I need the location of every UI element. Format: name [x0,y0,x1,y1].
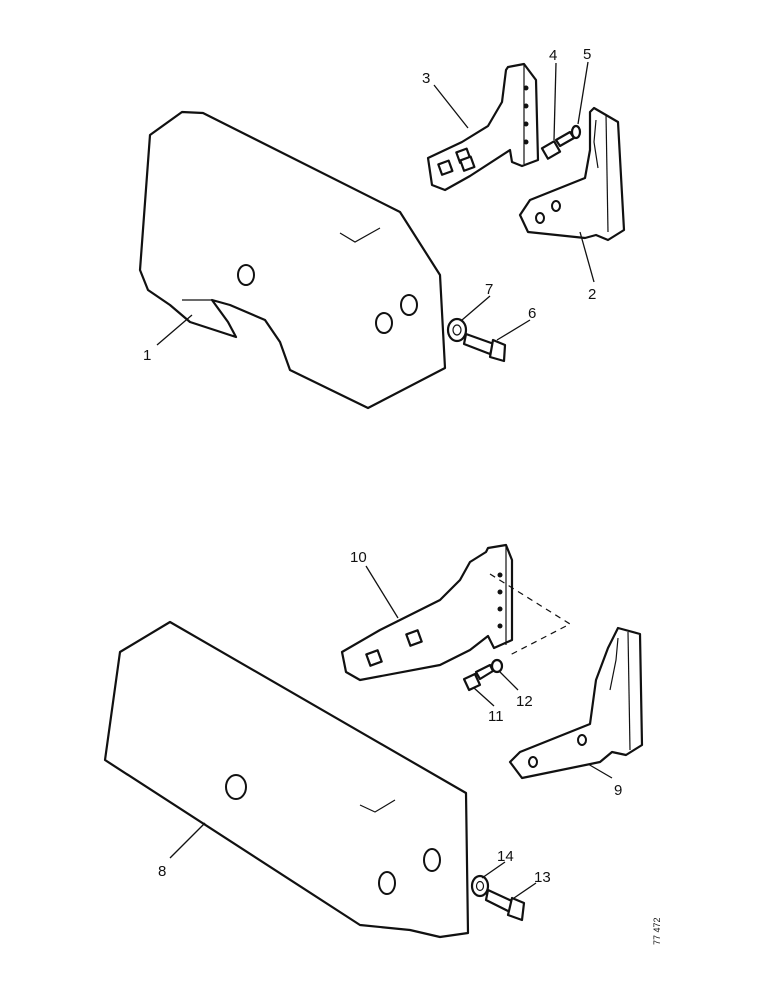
bolt-6 [462,332,507,363]
bracket-10 [340,543,514,682]
callout-9: 9 [614,782,622,799]
callout-1: 1 [143,347,151,364]
callout-12: 12 [516,693,533,710]
counterweight-8 [103,620,470,939]
bracket-9 [508,626,644,780]
washer-12 [490,658,504,674]
callout-3: 3 [422,70,430,87]
leader-lines [156,61,613,899]
washer-5 [570,124,582,140]
callout-4: 4 [549,47,557,64]
callout-8: 8 [158,863,166,880]
callout-2: 2 [588,286,596,303]
bolt-13 [484,888,526,922]
counterweight-1 [138,110,447,410]
callout-14: 14 [497,848,514,865]
callout-7: 7 [485,281,493,298]
callout-10: 10 [350,549,367,566]
callout-11: 11 [488,708,504,725]
washer-7 [446,317,468,343]
bolt-4 [540,130,576,160]
callout-13: 13 [534,869,551,886]
callout-5: 5 [583,46,591,63]
callout-6: 6 [528,305,536,322]
figure-reference: 77 472 [652,917,662,945]
bracket-3 [426,62,540,192]
bolt-11 [462,663,495,692]
bracket-2 [518,106,626,242]
washer-14 [470,874,490,898]
